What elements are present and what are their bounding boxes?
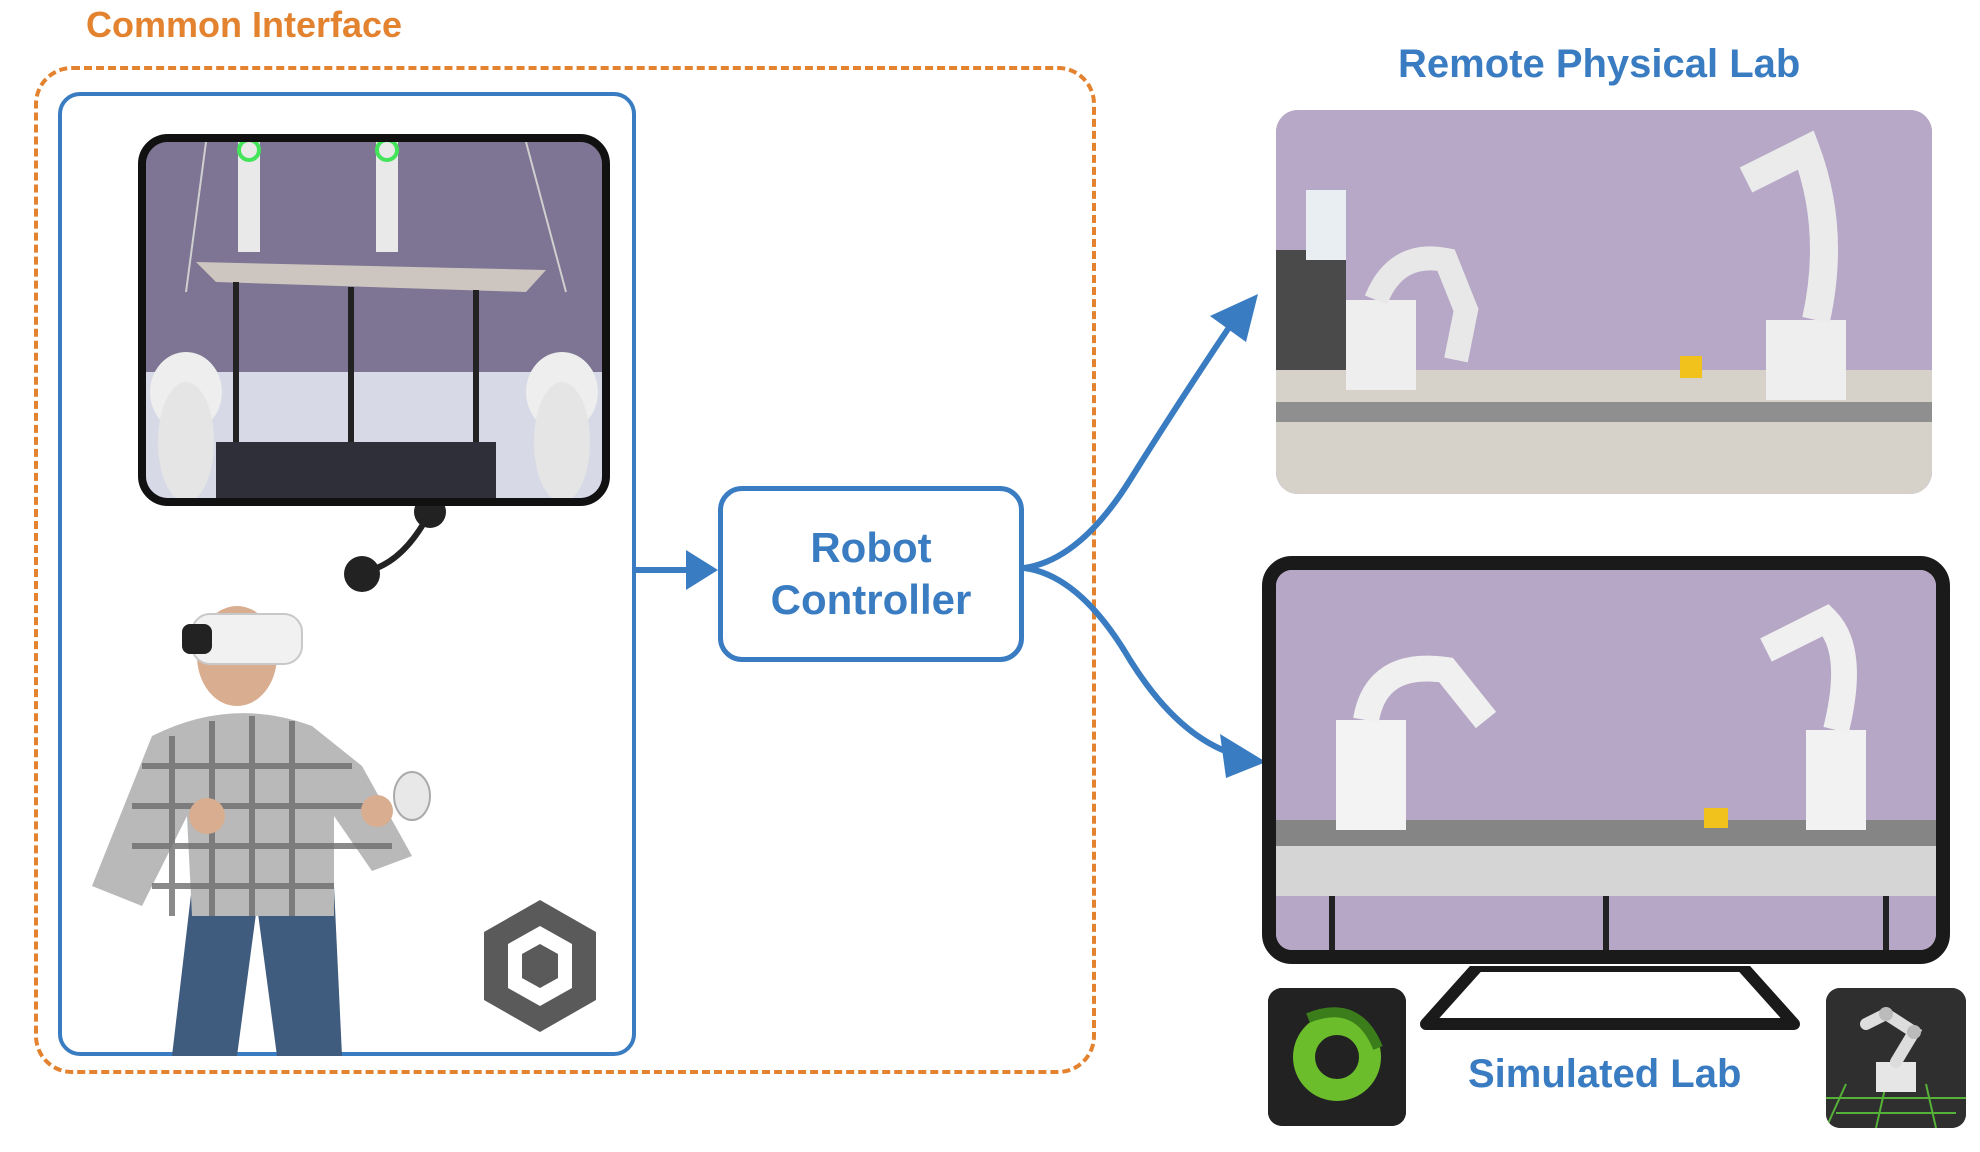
remote-physical-lab-photo: [1276, 110, 1932, 494]
common-interface-region: [34, 66, 1096, 1074]
monitor-stand: [1420, 966, 1800, 1030]
controller-label-line2: Controller: [770, 576, 972, 623]
vr-headset-view: [138, 134, 610, 506]
controller-label-line1: Robot: [810, 524, 932, 571]
vr-scene-illustration: [146, 142, 602, 498]
physical-lab-scene: [1276, 110, 1932, 494]
unity-logo-icon: [476, 896, 604, 1036]
simulated-lab-label: Simulated Lab: [1468, 1052, 1742, 1096]
common-interface-label: Common Interface: [86, 4, 403, 45]
controller-output-arrows: [1023, 294, 1266, 778]
thought-connector: [344, 496, 446, 592]
robot-arm-sim-icon: [1826, 988, 1966, 1128]
simulated-lab-monitor: [1262, 556, 1950, 964]
gazebo-logo-icon: [1268, 988, 1406, 1126]
remote-physical-lab-label: Remote Physical Lab: [1398, 42, 1801, 86]
robot-controller-box: Robot Controller: [718, 486, 1024, 662]
arrow-to-controller: [634, 550, 718, 590]
simulated-lab-scene: [1276, 570, 1936, 950]
vr-user-illustration: [92, 606, 431, 1056]
